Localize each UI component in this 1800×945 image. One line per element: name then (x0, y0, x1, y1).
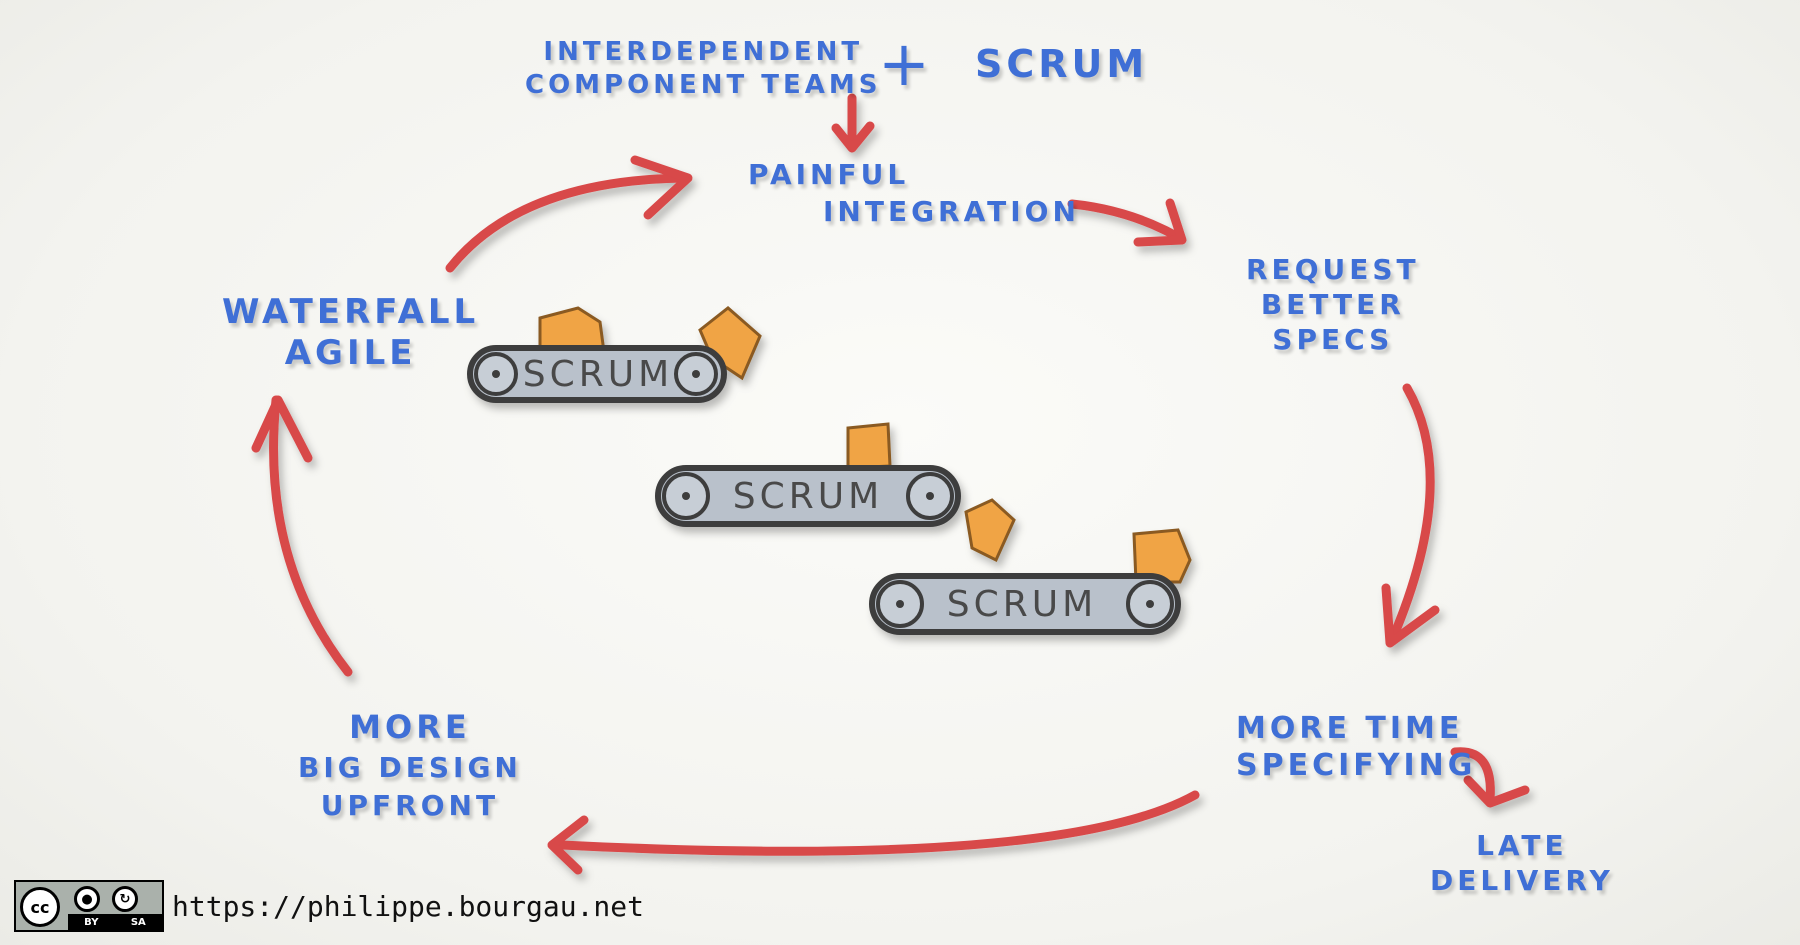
label-late-delivery: LATE DELIVERY (1430, 828, 1614, 898)
label-request: REQUEST (1246, 253, 1420, 286)
conveyor-belt-icon: SCRUM (869, 528, 1192, 635)
arrow-icon (1463, 775, 1530, 808)
label-upfront: UPFRONT (320, 788, 500, 822)
cc-by-label: BY (84, 916, 99, 928)
license-url-link[interactable]: https://philippe.bourgau.net (172, 889, 645, 923)
label-late: LATE (1476, 829, 1568, 862)
label-component-teams: COMPONENT TEAMS (525, 69, 882, 100)
conveyor-belt-icon: SCRUM (655, 422, 1016, 563)
belt-label: SCRUM (523, 354, 673, 395)
arrow-icon (547, 815, 589, 875)
cc-sa-label: SA (130, 916, 146, 928)
label-specs: SPECS (1272, 323, 1394, 356)
label-waterfall: WATERFALL (222, 292, 480, 332)
box-icon (964, 498, 1016, 563)
by-icon: ● (74, 886, 100, 912)
belt-label: SCRUM (947, 584, 1097, 625)
arrow-icon (1133, 198, 1187, 247)
label-big-design: BIG DESIGN (298, 751, 522, 785)
label-plus: + (878, 27, 934, 100)
label-scrum-top: SCRUM (975, 42, 1149, 86)
arrow-icon (831, 121, 875, 153)
label-painful-integration: PAINFUL INTEGRATION (748, 158, 1080, 228)
label-delivery: DELIVERY (1430, 864, 1614, 897)
cc-badge-label: cc (20, 887, 60, 927)
label-agile: AGILE (284, 332, 417, 373)
arrow-icon (1387, 383, 1435, 645)
conveyor-belt-icon: SCRUM (467, 306, 762, 403)
arrow-icon (1067, 199, 1183, 242)
arrow-icon (251, 395, 313, 463)
label-more-time-specifying: MORE TIME SPECIFYING (1236, 712, 1476, 782)
creative-commons-icon: cc ● ↻ BY SA (14, 880, 164, 932)
sa-icon: ↻ (112, 886, 138, 912)
label-integration: INTEGRATION (823, 194, 1080, 228)
label-more-big-design-upfront: MORE BIG DESIGN UPFRONT (298, 706, 522, 825)
arrow-icon (269, 395, 353, 677)
cc-strip: BY SA (68, 914, 162, 930)
box-icon (846, 422, 892, 470)
label-better: BETTER (1260, 288, 1405, 321)
arrow-icon (445, 173, 690, 273)
arrow-icon (1450, 747, 1495, 805)
arrow-icon (1381, 583, 1440, 648)
license-footer: cc ● ↻ BY SA https://philippe.bourgau.ne… (14, 880, 644, 932)
label-interdependent: INTERDEPENDENT (543, 37, 864, 67)
label-waterfall-agile: WATERFALL AGILE (222, 292, 479, 374)
belt-label: SCRUM (733, 476, 883, 517)
arrow-icon (557, 790, 1200, 856)
label-more: MORE (349, 708, 471, 746)
label-more-time: MORE TIME (1236, 711, 1464, 746)
label-specifying: SPECIFYING (1236, 748, 1477, 783)
arrow-icon (630, 155, 693, 220)
label-painful: PAINFUL (748, 158, 910, 191)
label-interdependent-teams: INTERDEPENDENT COMPONENT TEAMS (525, 38, 882, 99)
label-request-better-specs: REQUEST BETTER SPECS (1246, 252, 1420, 357)
